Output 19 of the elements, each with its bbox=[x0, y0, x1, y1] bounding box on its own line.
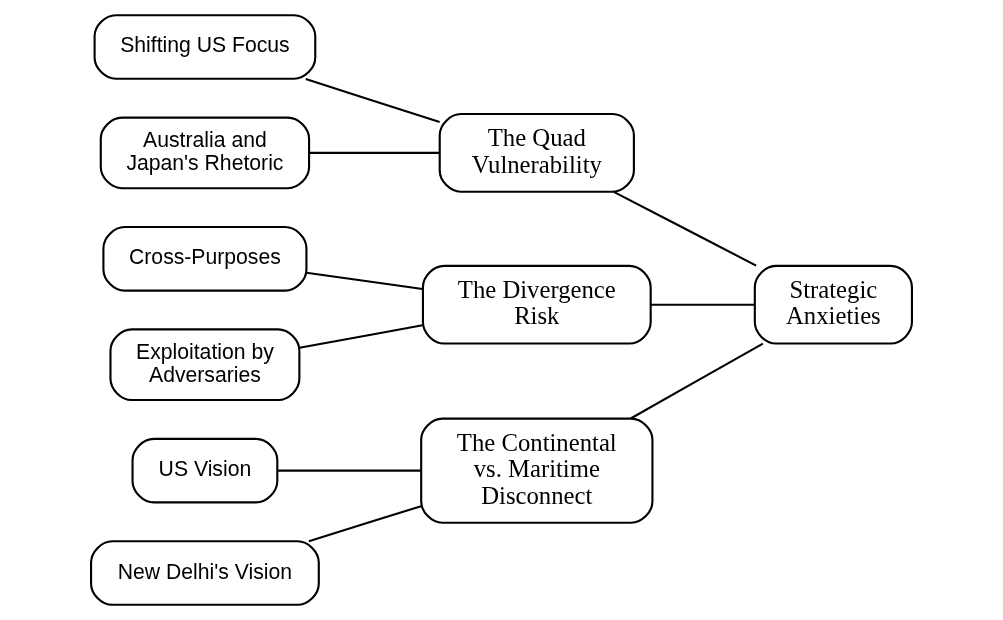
connector bbox=[306, 271, 423, 291]
connector bbox=[308, 505, 422, 543]
connector bbox=[305, 77, 440, 124]
node-box: New Delhi's Vision bbox=[90, 540, 320, 606]
node-box: Cross-Purposes bbox=[102, 225, 308, 292]
connector bbox=[277, 469, 422, 472]
node-box: The Divergence Risk bbox=[421, 264, 652, 345]
node-box: Exploitation by Adversaries bbox=[109, 328, 301, 402]
node-box: Strategic Anxieties bbox=[753, 264, 913, 345]
connector bbox=[650, 303, 755, 306]
connector bbox=[613, 190, 757, 267]
node-box: Shifting US Focus bbox=[93, 14, 317, 80]
node-box: The Quad Vulnerability bbox=[438, 113, 635, 193]
connector bbox=[309, 151, 440, 154]
connector bbox=[299, 324, 423, 349]
node-box: The Continental vs. Maritime Disconnect bbox=[420, 417, 654, 524]
connector bbox=[630, 342, 764, 420]
node-box: Australia and Japan's Rhetoric bbox=[99, 116, 311, 190]
node-box: US Vision bbox=[131, 437, 279, 504]
